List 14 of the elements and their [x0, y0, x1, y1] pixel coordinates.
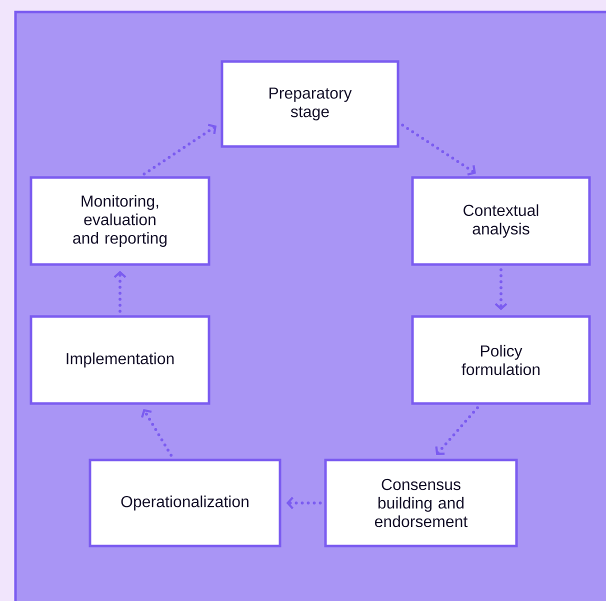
- process-box: Monitoring, evaluation and reporting: [30, 176, 210, 266]
- process-box: Contextual analysis: [411, 176, 591, 266]
- process-box: Policy formulation: [411, 315, 591, 405]
- arrow: [142, 124, 217, 176]
- process-box: Consensus building and endorsement: [324, 458, 518, 548]
- process-box: Implementation: [30, 315, 210, 405]
- arrow: [114, 270, 126, 313]
- process-box: Operationalization: [88, 458, 282, 548]
- arrow: [494, 268, 508, 310]
- arrow: [435, 406, 479, 455]
- process-box: Preparatory stage: [220, 60, 400, 148]
- arrow: [401, 124, 476, 176]
- arrow: [141, 409, 173, 457]
- arrow: [286, 496, 322, 510]
